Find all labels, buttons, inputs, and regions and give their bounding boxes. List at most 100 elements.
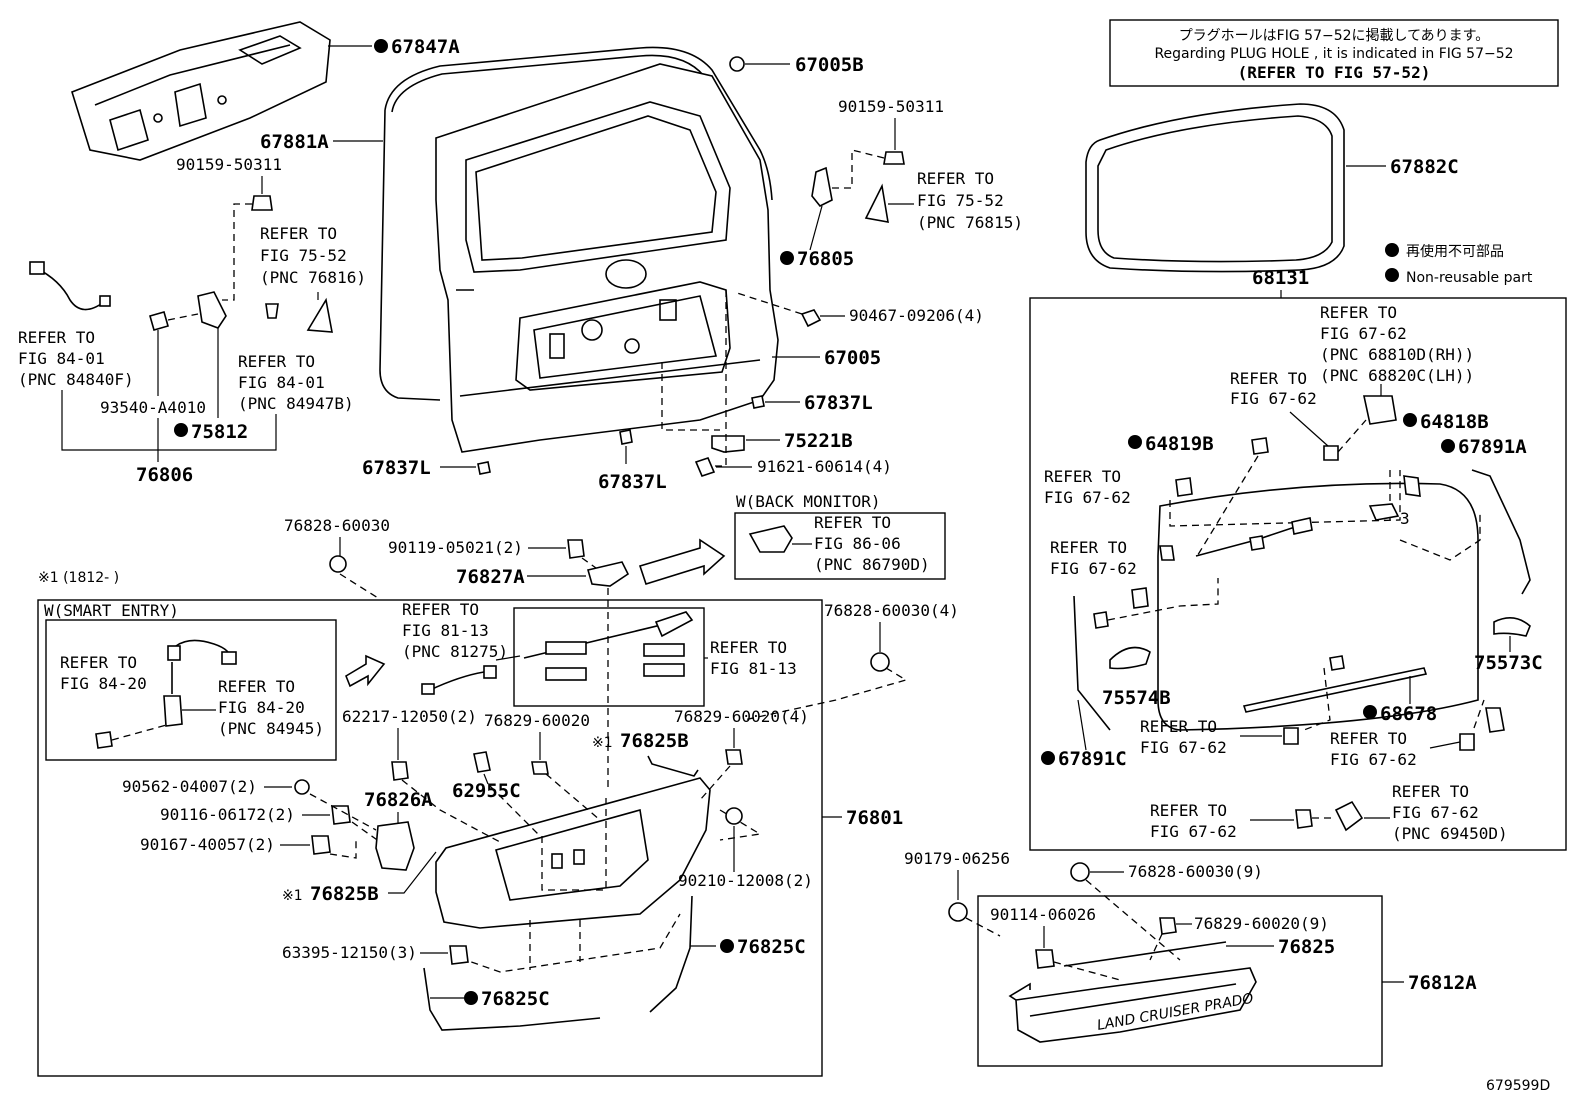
ref-81-13-a-1: REFER TO bbox=[402, 600, 479, 619]
ref-81-13-b-1: REFER TO bbox=[710, 638, 787, 657]
ref-67-62-h-2: FIG 67-62 bbox=[1392, 803, 1479, 822]
note-line-refer: (REFER TO FIG 57-52) bbox=[1238, 63, 1431, 82]
ref-67-62-b-1: REFER TO bbox=[1044, 467, 1121, 486]
label-90119: 90119-05021(2) bbox=[388, 538, 523, 557]
label-76828-60030-9: 76828-60030(9) bbox=[1128, 862, 1263, 881]
part-90467-clip: 90467-09206(4) bbox=[733, 291, 984, 328]
part-68131-back-glass-group: 68131 REFER TO FIG 67-62 (PNC 68810D(RH)… bbox=[1029, 267, 1567, 851]
legend-jp: 再使用不可部品 bbox=[1406, 243, 1504, 260]
ref-75-52-b-2: FIG 75-52 bbox=[260, 246, 347, 265]
label-62217: 62217-12050(2) bbox=[342, 707, 477, 726]
part-76806-group: 90159-50311 REFER TO FIG 75-52 (PNC 7681… bbox=[18, 155, 366, 486]
label-67837L-right: 67837L bbox=[804, 392, 873, 414]
label-75812: 75812 bbox=[191, 421, 248, 443]
ref-67-62-b-2: FIG 67-62 bbox=[1044, 488, 1131, 507]
label-76825C-bottom: 76825C bbox=[481, 988, 550, 1010]
ref-75-52-b-3: (PNC 76816) bbox=[260, 268, 366, 287]
label-75573C: 75573C bbox=[1474, 652, 1543, 674]
part-76812A-group: 90179-06256 76828-60030(9) 90114-06026 7… bbox=[904, 849, 1477, 1067]
ref-81-13-b-2: FIG 81-13 bbox=[710, 659, 797, 678]
ref-75-52-b-1: REFER TO bbox=[260, 224, 337, 243]
ref-67-62-a-1: REFER TO bbox=[1230, 369, 1307, 388]
label-76829-4: 76829-60020(4) bbox=[674, 707, 809, 726]
ref-67-62-e-2: FIG 67-62 bbox=[1330, 750, 1417, 769]
ref-67-62-hinge-4: (PNC 68820C(LH)) bbox=[1320, 366, 1474, 385]
label-76827A: 76827A bbox=[456, 566, 525, 588]
ref-86-06-1: REFER TO bbox=[814, 513, 891, 532]
smart-entry-label: W(SMART ENTRY) bbox=[44, 601, 179, 620]
label-76828-60030: 76828-60030 bbox=[284, 516, 390, 535]
legend-en: Non-reusable part bbox=[1406, 270, 1533, 286]
ref-67-62-hinge-1: REFER TO bbox=[1320, 303, 1397, 322]
label-90116: 90116-06172(2) bbox=[160, 805, 295, 824]
label-67005B: 67005B bbox=[795, 54, 864, 76]
note-line-jp: プラグホールはFIG 57−52に掲載してあります。 bbox=[1179, 28, 1490, 44]
label-90159-50311-right: 90159-50311 bbox=[838, 97, 944, 116]
label-67881A: 67881A bbox=[260, 131, 329, 153]
ref-67-62-hinge-3: (PNC 68810D(RH)) bbox=[1320, 345, 1474, 364]
ref-81-13-a-3: (PNC 81275) bbox=[402, 642, 508, 661]
label-76805: 76805 bbox=[797, 248, 854, 270]
ref-84-20-b-1: REFER TO bbox=[218, 677, 295, 696]
part-67005-back-door: 67005 bbox=[435, 63, 881, 453]
label-67005: 67005 bbox=[824, 347, 881, 369]
ref-67-62-h-3: (PNC 69450D) bbox=[1392, 824, 1508, 843]
ref-67-62-h-1: REFER TO bbox=[1392, 782, 1469, 801]
ref-67-62-c-1: REFER TO bbox=[1050, 538, 1127, 557]
part-67837L-clips: 67837L 67837L 67837L bbox=[362, 362, 873, 493]
ref-84-20-b-3: (PNC 84945) bbox=[218, 719, 324, 738]
ref-67-62-d-2: FIG 67-62 bbox=[1140, 738, 1227, 757]
ref-86-06-3: (PNC 86790D) bbox=[814, 555, 930, 574]
ref-84-01-b-3: (PNC 84947B) bbox=[238, 394, 354, 413]
label-90159-50311-left: 90159-50311 bbox=[176, 155, 282, 174]
label-68131: 68131 bbox=[1252, 267, 1309, 289]
label-91621: 91621-60614(4) bbox=[757, 457, 892, 476]
label-76829-9: 76829-60020(9) bbox=[1194, 914, 1329, 933]
ref-84-01-b-1: REFER TO bbox=[238, 352, 315, 371]
label-90210: 90210-12008(2) bbox=[678, 871, 813, 890]
ref-75-52-a-1: REFER TO bbox=[917, 169, 994, 188]
ref-67-62-f-1: REFER TO bbox=[1150, 801, 1227, 820]
label-93540: 93540-A4010 bbox=[100, 398, 206, 417]
label-67891A: 67891A bbox=[1458, 436, 1527, 458]
ref-67-62-a-2: FIG 67-62 bbox=[1230, 389, 1317, 408]
plug-hole-note: プラグホールはFIG 57−52に掲載してあります。 Regarding PLU… bbox=[1109, 19, 1559, 87]
ref-67-62-f-2: FIG 67-62 bbox=[1150, 822, 1237, 841]
label-67847A: 67847A bbox=[391, 36, 460, 58]
mark1-range: ※1 (1812- ) bbox=[38, 570, 119, 586]
ref-84-01-a-2: FIG 84-01 bbox=[18, 349, 105, 368]
note-line-en: Regarding PLUG HOLE , it is indicated in… bbox=[1154, 46, 1513, 62]
label-67837L-left: 67837L bbox=[362, 457, 431, 479]
label-75221B: 75221B bbox=[784, 430, 853, 452]
part-67847A-trim: 67847A bbox=[71, 21, 460, 161]
legend: 再使用不可部品 Non-reusable part bbox=[1385, 243, 1533, 286]
label-76812A: 76812A bbox=[1408, 972, 1477, 994]
ref-84-20-b-2: FIG 84-20 bbox=[218, 698, 305, 717]
ref-75-52-a-3: (PNC 76815) bbox=[917, 213, 1023, 232]
part-67881A-weatherstrip: 67881A bbox=[260, 46, 773, 401]
label-76806: 76806 bbox=[136, 464, 193, 486]
ref-84-20-a-1: REFER TO bbox=[60, 653, 137, 672]
label-76828-60030-4: 76828-60030(4) bbox=[824, 601, 959, 620]
ref-81-13-a-2: FIG 81-13 bbox=[402, 621, 489, 640]
label-76829-a: 76829-60020 bbox=[484, 711, 590, 730]
part-67005B-plug: 67005B bbox=[729, 54, 864, 76]
ref-67-62-d-1: REFER TO bbox=[1140, 717, 1217, 736]
back-monitor-label: W(BACK MONITOR) bbox=[736, 492, 881, 511]
label-63395: 63395-12150(3) bbox=[282, 943, 417, 962]
label-76801: 76801 bbox=[846, 807, 903, 829]
ref-67-62-c-2: FIG 67-62 bbox=[1050, 559, 1137, 578]
arrow-icon bbox=[638, 538, 726, 585]
ref-84-01-a-1: REFER TO bbox=[18, 328, 95, 347]
label-90167: 90167-40057(2) bbox=[140, 835, 275, 854]
label-90562: 90562-04007(2) bbox=[122, 777, 257, 796]
ref-84-01-a-3: (PNC 84840F) bbox=[18, 370, 134, 389]
arrow-icon bbox=[345, 654, 386, 688]
part-76805-bracket: 90159-50311 76805 REFER TO FIG 75-52 (PN… bbox=[780, 97, 1023, 270]
label-67837L-center: 67837L bbox=[598, 471, 667, 493]
part-75221B-bracket: 75221B 91621-60614(4) bbox=[694, 290, 892, 477]
ref-84-20-a-2: FIG 84-20 bbox=[60, 674, 147, 693]
back-monitor-group: W(BACK MONITOR) REFER TO FIG 86-06 (PNC … bbox=[734, 492, 946, 580]
label-90179: 90179-06256 bbox=[904, 849, 1010, 868]
